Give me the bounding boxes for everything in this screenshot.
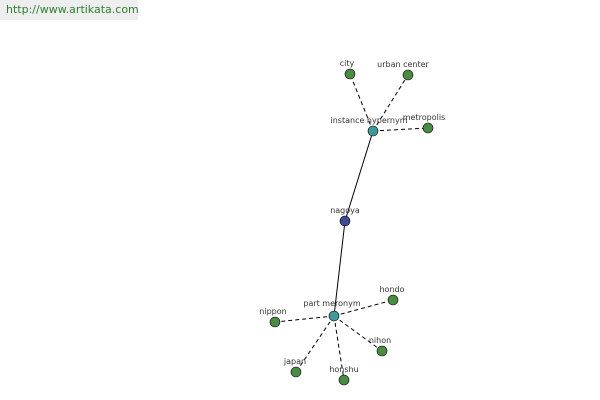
edge-part-meronym-to-honshu: [333, 315, 345, 381]
node-label-metropolis: metropolis: [403, 113, 445, 122]
node-label-honshu: honshu: [329, 365, 358, 374]
node-nagoya[interactable]: nagoya: [330, 206, 360, 227]
node-label-urban-center: urban center: [377, 60, 429, 69]
node-marker-urban-center[interactable]: [402, 69, 414, 81]
node-honshu[interactable]: honshu: [329, 365, 359, 386]
node-label-nippon: nippon: [259, 307, 286, 316]
node-japan[interactable]: japan: [283, 357, 306, 378]
graph-nodes: nagoya instance hypernym part meronym city u…: [259, 59, 445, 386]
node-marker-nagoya[interactable]: [339, 215, 351, 227]
edge-part-meronym-to-hondo: [333, 299, 394, 317]
node-metropolis[interactable]: metropolis: [403, 113, 445, 134]
node-label-city: city: [340, 59, 355, 68]
node-label-part-meronym: part meronym: [303, 299, 360, 308]
node-label-instance-hypernym: instance hypernym: [331, 116, 408, 125]
node-part-meronym[interactable]: part meronym: [303, 299, 361, 322]
edge-nagoya-to-instance-hypernym: [344, 130, 374, 222]
node-marker-metropolis[interactable]: [422, 122, 434, 134]
node-marker-japan[interactable]: [290, 366, 302, 378]
node-marker-instance-hypernym[interactable]: [367, 125, 379, 137]
node-urban-center[interactable]: urban center: [377, 60, 430, 81]
node-nippon[interactable]: nippon: [259, 307, 287, 328]
node-marker-hondo[interactable]: [387, 294, 399, 306]
node-instance-hypernym[interactable]: instance hypernym: [331, 116, 408, 137]
edge-instance-hypernym-to-city: [349, 73, 374, 132]
node-label-hondo: hondo: [379, 285, 404, 294]
node-label-nihon: nihon: [369, 336, 391, 345]
node-marker-nippon[interactable]: [269, 316, 281, 328]
node-city[interactable]: city: [340, 59, 356, 80]
site-url-link[interactable]: http://www.artikata.com: [0, 0, 139, 20]
node-marker-honshu[interactable]: [338, 374, 350, 386]
node-marker-city[interactable]: [344, 68, 356, 80]
node-marker-part-meronym[interactable]: [328, 310, 340, 322]
node-label-nagoya: nagoya: [330, 206, 360, 215]
node-hondo[interactable]: hondo: [379, 285, 405, 306]
edge-part-meronym-to-japan: [295, 315, 335, 373]
node-nihon[interactable]: nihon: [369, 336, 391, 357]
node-marker-nihon[interactable]: [376, 345, 388, 357]
edge-part-meronym-to-nihon: [333, 315, 383, 352]
edge-instance-hypernym-to-metropolis: [372, 127, 429, 132]
edge-nagoya-to-part-meronym: [333, 220, 346, 317]
node-label-japan: japan: [283, 357, 306, 366]
graph-edges: [274, 73, 429, 381]
edge-part-meronym-to-nippon: [274, 315, 335, 323]
